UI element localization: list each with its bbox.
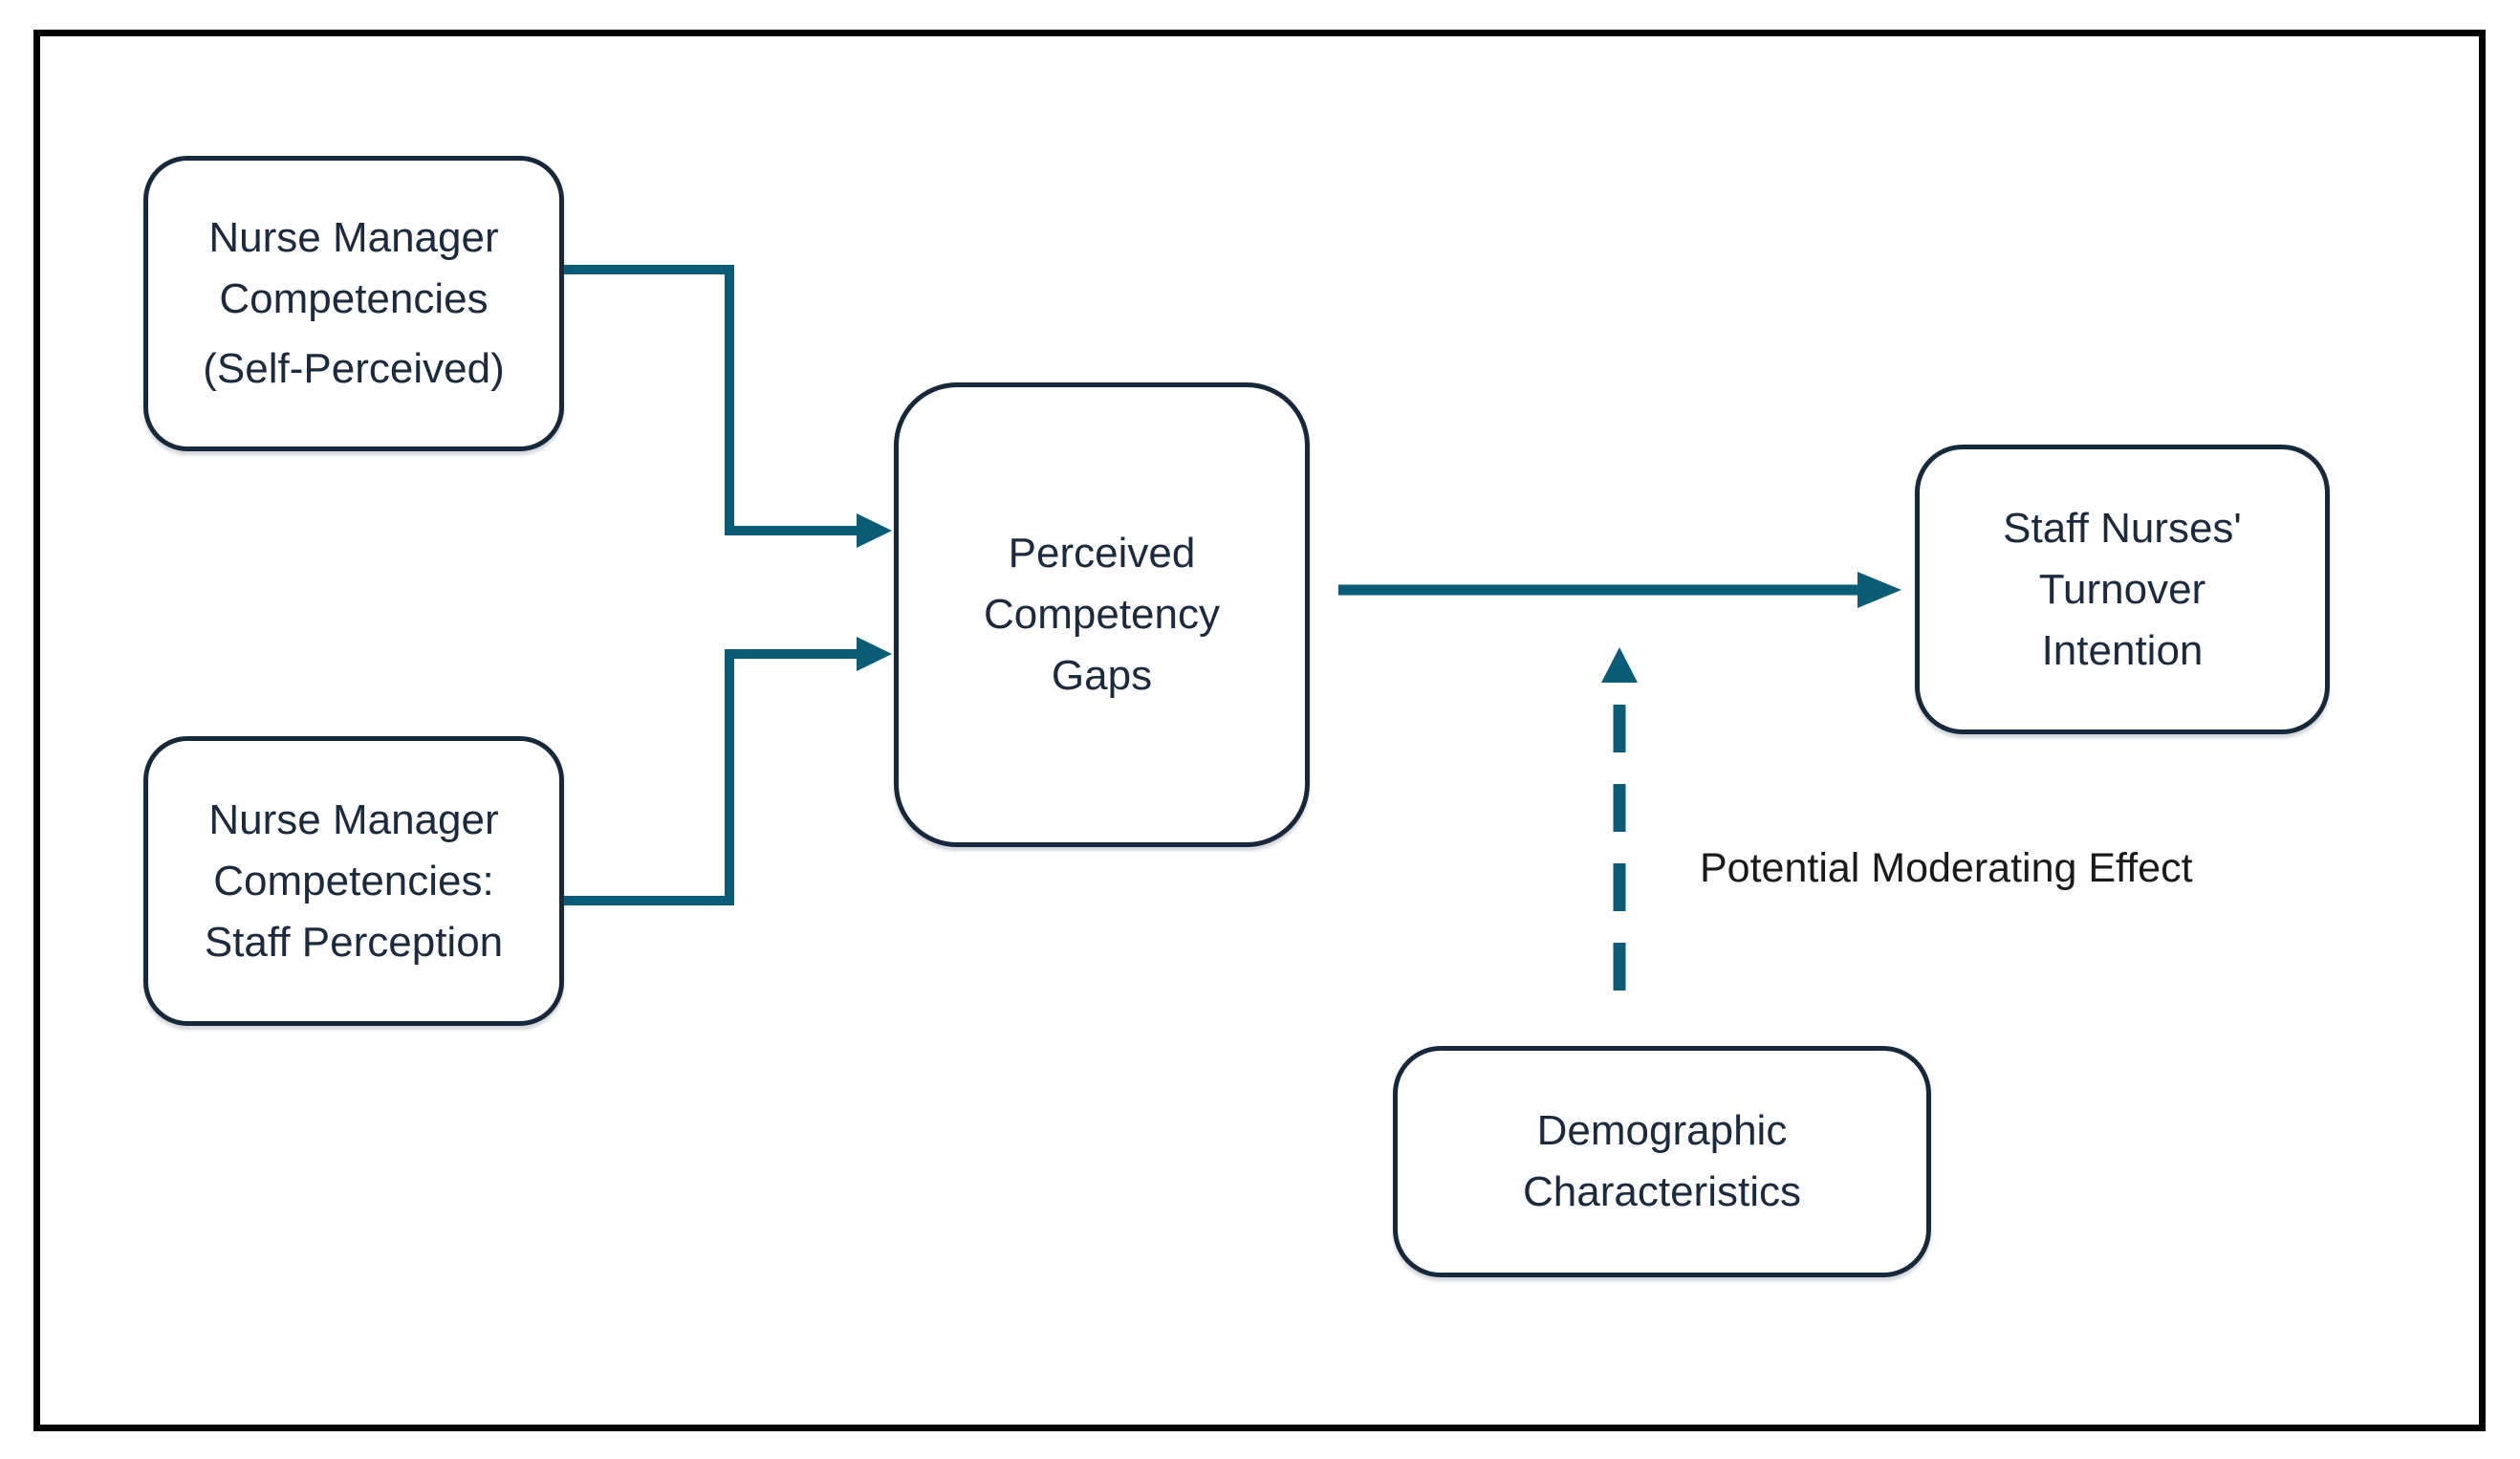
node-text-line: Demographic Characteristics bbox=[1523, 1107, 1801, 1215]
node-text-line: Staff Nurses' Turnover Intention bbox=[2003, 504, 2242, 674]
node-nurse-manager-competencies-staff-perception: Nurse Manager Competencies: Staff Percep… bbox=[143, 736, 564, 1026]
node-text-line: Nurse Manager Competencies bbox=[208, 214, 499, 322]
figure-border bbox=[33, 30, 2486, 1431]
node-nurse-manager-competencies-self-perceived: Nurse Manager Competencies (Self-Perceiv… bbox=[143, 156, 564, 451]
node-text-line: Perceived Competency Gaps bbox=[983, 530, 1220, 699]
node-demographic-characteristics: Demographic Characteristics bbox=[1393, 1046, 1931, 1277]
node-text-subline: (Self-Perceived) bbox=[203, 345, 505, 392]
moderating-effect-label: Potential Moderating Effect bbox=[1700, 845, 2193, 891]
node-text-line: Nurse Manager Competencies: Staff Percep… bbox=[204, 795, 504, 966]
node-staff-nurses-turnover-intention: Staff Nurses' Turnover Intention bbox=[1915, 445, 2330, 734]
node-perceived-competency-gaps: Perceived Competency Gaps bbox=[894, 382, 1310, 847]
